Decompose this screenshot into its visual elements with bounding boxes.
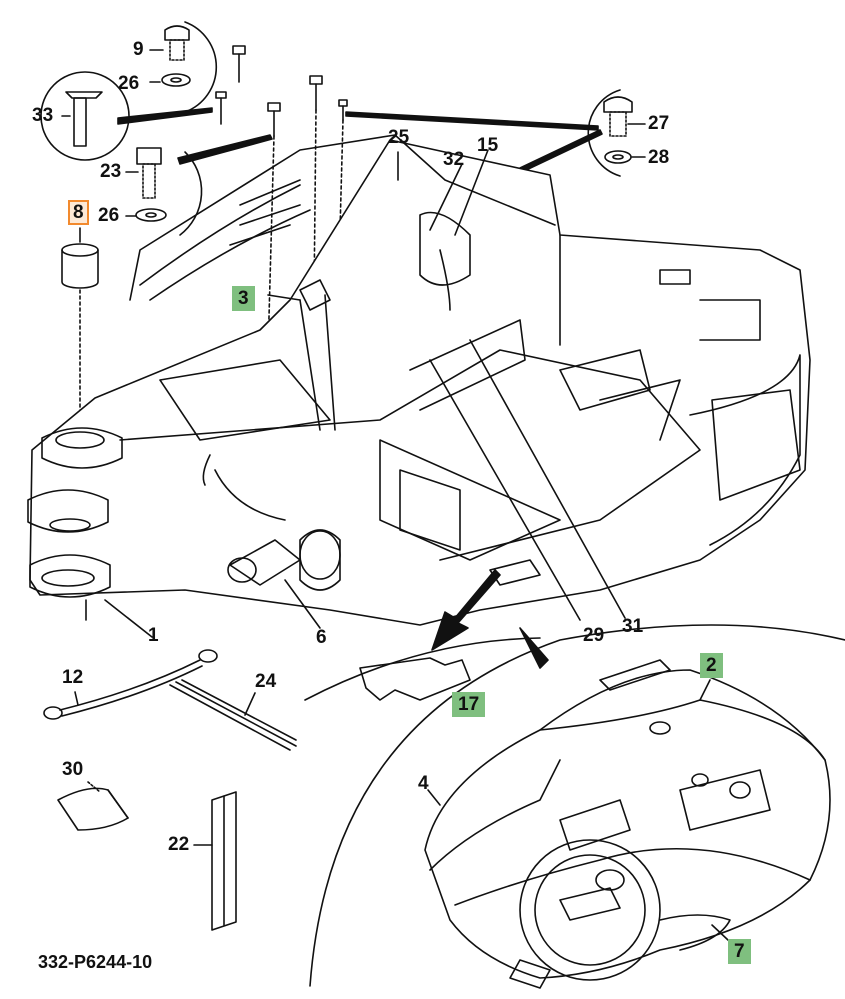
detail-arrow-2: [519, 627, 549, 669]
callout-27: 27: [648, 113, 670, 134]
callout-4: 4: [418, 773, 429, 794]
callout-6: 6: [316, 627, 327, 648]
detail-arrow-17: [431, 569, 501, 651]
callout-26b: 26: [98, 205, 120, 226]
detail-lens-arc-small: [304, 637, 541, 701]
fastener-detail-9-26: [149, 21, 218, 113]
callout-8: 8: [68, 200, 89, 225]
upper-frame: [27, 134, 811, 626]
callout-3: 3: [232, 286, 255, 311]
callout-29: 29: [583, 625, 605, 646]
callout-26a: 26: [118, 73, 140, 94]
callout-15: 15: [477, 135, 499, 156]
callout-2: 2: [700, 653, 723, 678]
callout-33: 33: [32, 105, 54, 126]
fastener-detail-23-26: [125, 134, 273, 236]
callout-28: 28: [648, 147, 670, 168]
fastener-detail-27-28: [345, 89, 646, 177]
channel-strip-22: [193, 791, 237, 931]
callout-9: 9: [133, 39, 144, 60]
lower-cover-detail: [424, 659, 831, 989]
ground-cable-12: [43, 649, 218, 720]
callout-7: 7: [728, 939, 751, 964]
drawing-code: 332-P6244-10: [38, 952, 153, 972]
callout-30: 30: [62, 759, 84, 780]
leader-lines: [85, 149, 626, 638]
callout-31: 31: [622, 616, 644, 637]
callout-32: 32: [443, 149, 465, 170]
callout-25: 25: [388, 127, 410, 148]
edge-strip-24: [169, 679, 297, 751]
callout-17: 17: [452, 692, 486, 717]
bushing-8: [61, 227, 99, 289]
callout-22: 22: [168, 834, 190, 855]
callout-1: 1: [148, 625, 159, 646]
pad-30: [57, 781, 129, 831]
callout-23: 23: [100, 161, 122, 182]
fastener-detail-33: [40, 71, 213, 161]
callout-12: 12: [62, 667, 84, 688]
detail-lens-arc: [309, 624, 845, 987]
callout-24: 24: [255, 671, 277, 692]
bracket-17: [359, 657, 471, 701]
